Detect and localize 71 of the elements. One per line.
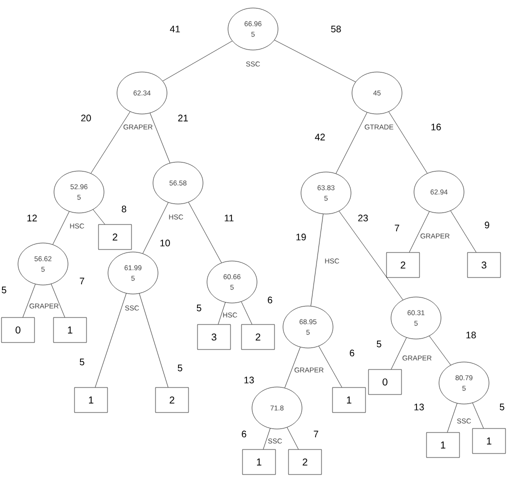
edge-line xyxy=(95,293,126,388)
edge-line xyxy=(139,293,168,388)
edge-line xyxy=(338,210,404,300)
edge-label: 18 xyxy=(466,332,476,338)
leaf-box: 1 xyxy=(472,428,506,454)
leaf-box: 2 xyxy=(155,387,189,413)
leaf-box: 1 xyxy=(242,449,276,475)
leaf-box: 1 xyxy=(74,387,108,413)
edge-label: 7 xyxy=(314,430,318,438)
edge-label: 41 xyxy=(170,26,180,32)
edge-label: 12 xyxy=(27,214,37,222)
edge-line xyxy=(188,202,222,263)
edge-label: 16 xyxy=(431,124,441,130)
edge-label: 5 xyxy=(80,358,84,366)
edge-line xyxy=(450,210,476,252)
leaf-box: 2 xyxy=(241,324,275,350)
edge-label: 20 xyxy=(81,114,91,122)
edge-line xyxy=(286,427,299,450)
edge-label: 6 xyxy=(242,430,246,438)
edge-label: 21 xyxy=(178,114,188,122)
edge-label: 42 xyxy=(314,134,325,140)
leaf-box: 2 xyxy=(386,252,420,278)
edge-label: 8 xyxy=(122,206,126,212)
edge-label: 6 xyxy=(268,296,272,304)
edge-line xyxy=(472,402,484,428)
edge-line xyxy=(409,211,430,252)
edge-line xyxy=(90,112,130,174)
edge-line xyxy=(241,302,252,324)
edge-label: 13 xyxy=(244,376,254,384)
leaf-box: 3 xyxy=(197,324,231,350)
edge-label: 5 xyxy=(178,364,182,372)
edge-label: 10 xyxy=(160,240,170,246)
edge-label: 5 xyxy=(500,404,504,410)
edge-line xyxy=(274,40,356,82)
edge-label: 58 xyxy=(331,26,341,32)
leaf-box: 2 xyxy=(98,224,132,250)
edge-line xyxy=(318,346,342,388)
edge-line xyxy=(429,336,451,366)
edge-line xyxy=(388,112,428,174)
leaf-box: 0 xyxy=(368,369,402,395)
edge-line xyxy=(263,428,270,450)
edge-line xyxy=(310,214,324,306)
leaf-box: 1 xyxy=(332,387,366,413)
edge-line xyxy=(51,284,65,318)
edge-line xyxy=(92,209,106,224)
edge-label: 7 xyxy=(80,278,84,284)
edge-label: 11 xyxy=(224,214,234,222)
edge-label: 23 xyxy=(358,214,368,222)
edge-label: 5 xyxy=(2,286,6,294)
edge-line xyxy=(447,403,458,432)
edge-line xyxy=(150,112,170,164)
edge-label: 5 xyxy=(196,304,202,312)
edge-line xyxy=(390,337,407,370)
edge-line xyxy=(52,211,70,245)
edge-label: 5 xyxy=(376,340,382,348)
leaf-box: 1 xyxy=(426,432,460,458)
leaf-box: 2 xyxy=(288,449,322,475)
edge-line xyxy=(142,202,168,254)
edge-line xyxy=(218,302,226,324)
leaf-box: 1 xyxy=(53,317,87,343)
leaf-box: 0 xyxy=(1,317,35,343)
edge-label: 19 xyxy=(296,234,306,240)
edge-line xyxy=(284,346,300,388)
edge-line xyxy=(162,40,232,82)
edge-label: 9 xyxy=(484,222,490,228)
edge-line xyxy=(22,284,36,318)
edge-line xyxy=(336,112,368,174)
edge-label: 7 xyxy=(394,224,400,232)
edge-label: 6 xyxy=(350,350,354,356)
edge-label: 13 xyxy=(414,404,424,410)
leaf-box: 3 xyxy=(467,252,501,278)
